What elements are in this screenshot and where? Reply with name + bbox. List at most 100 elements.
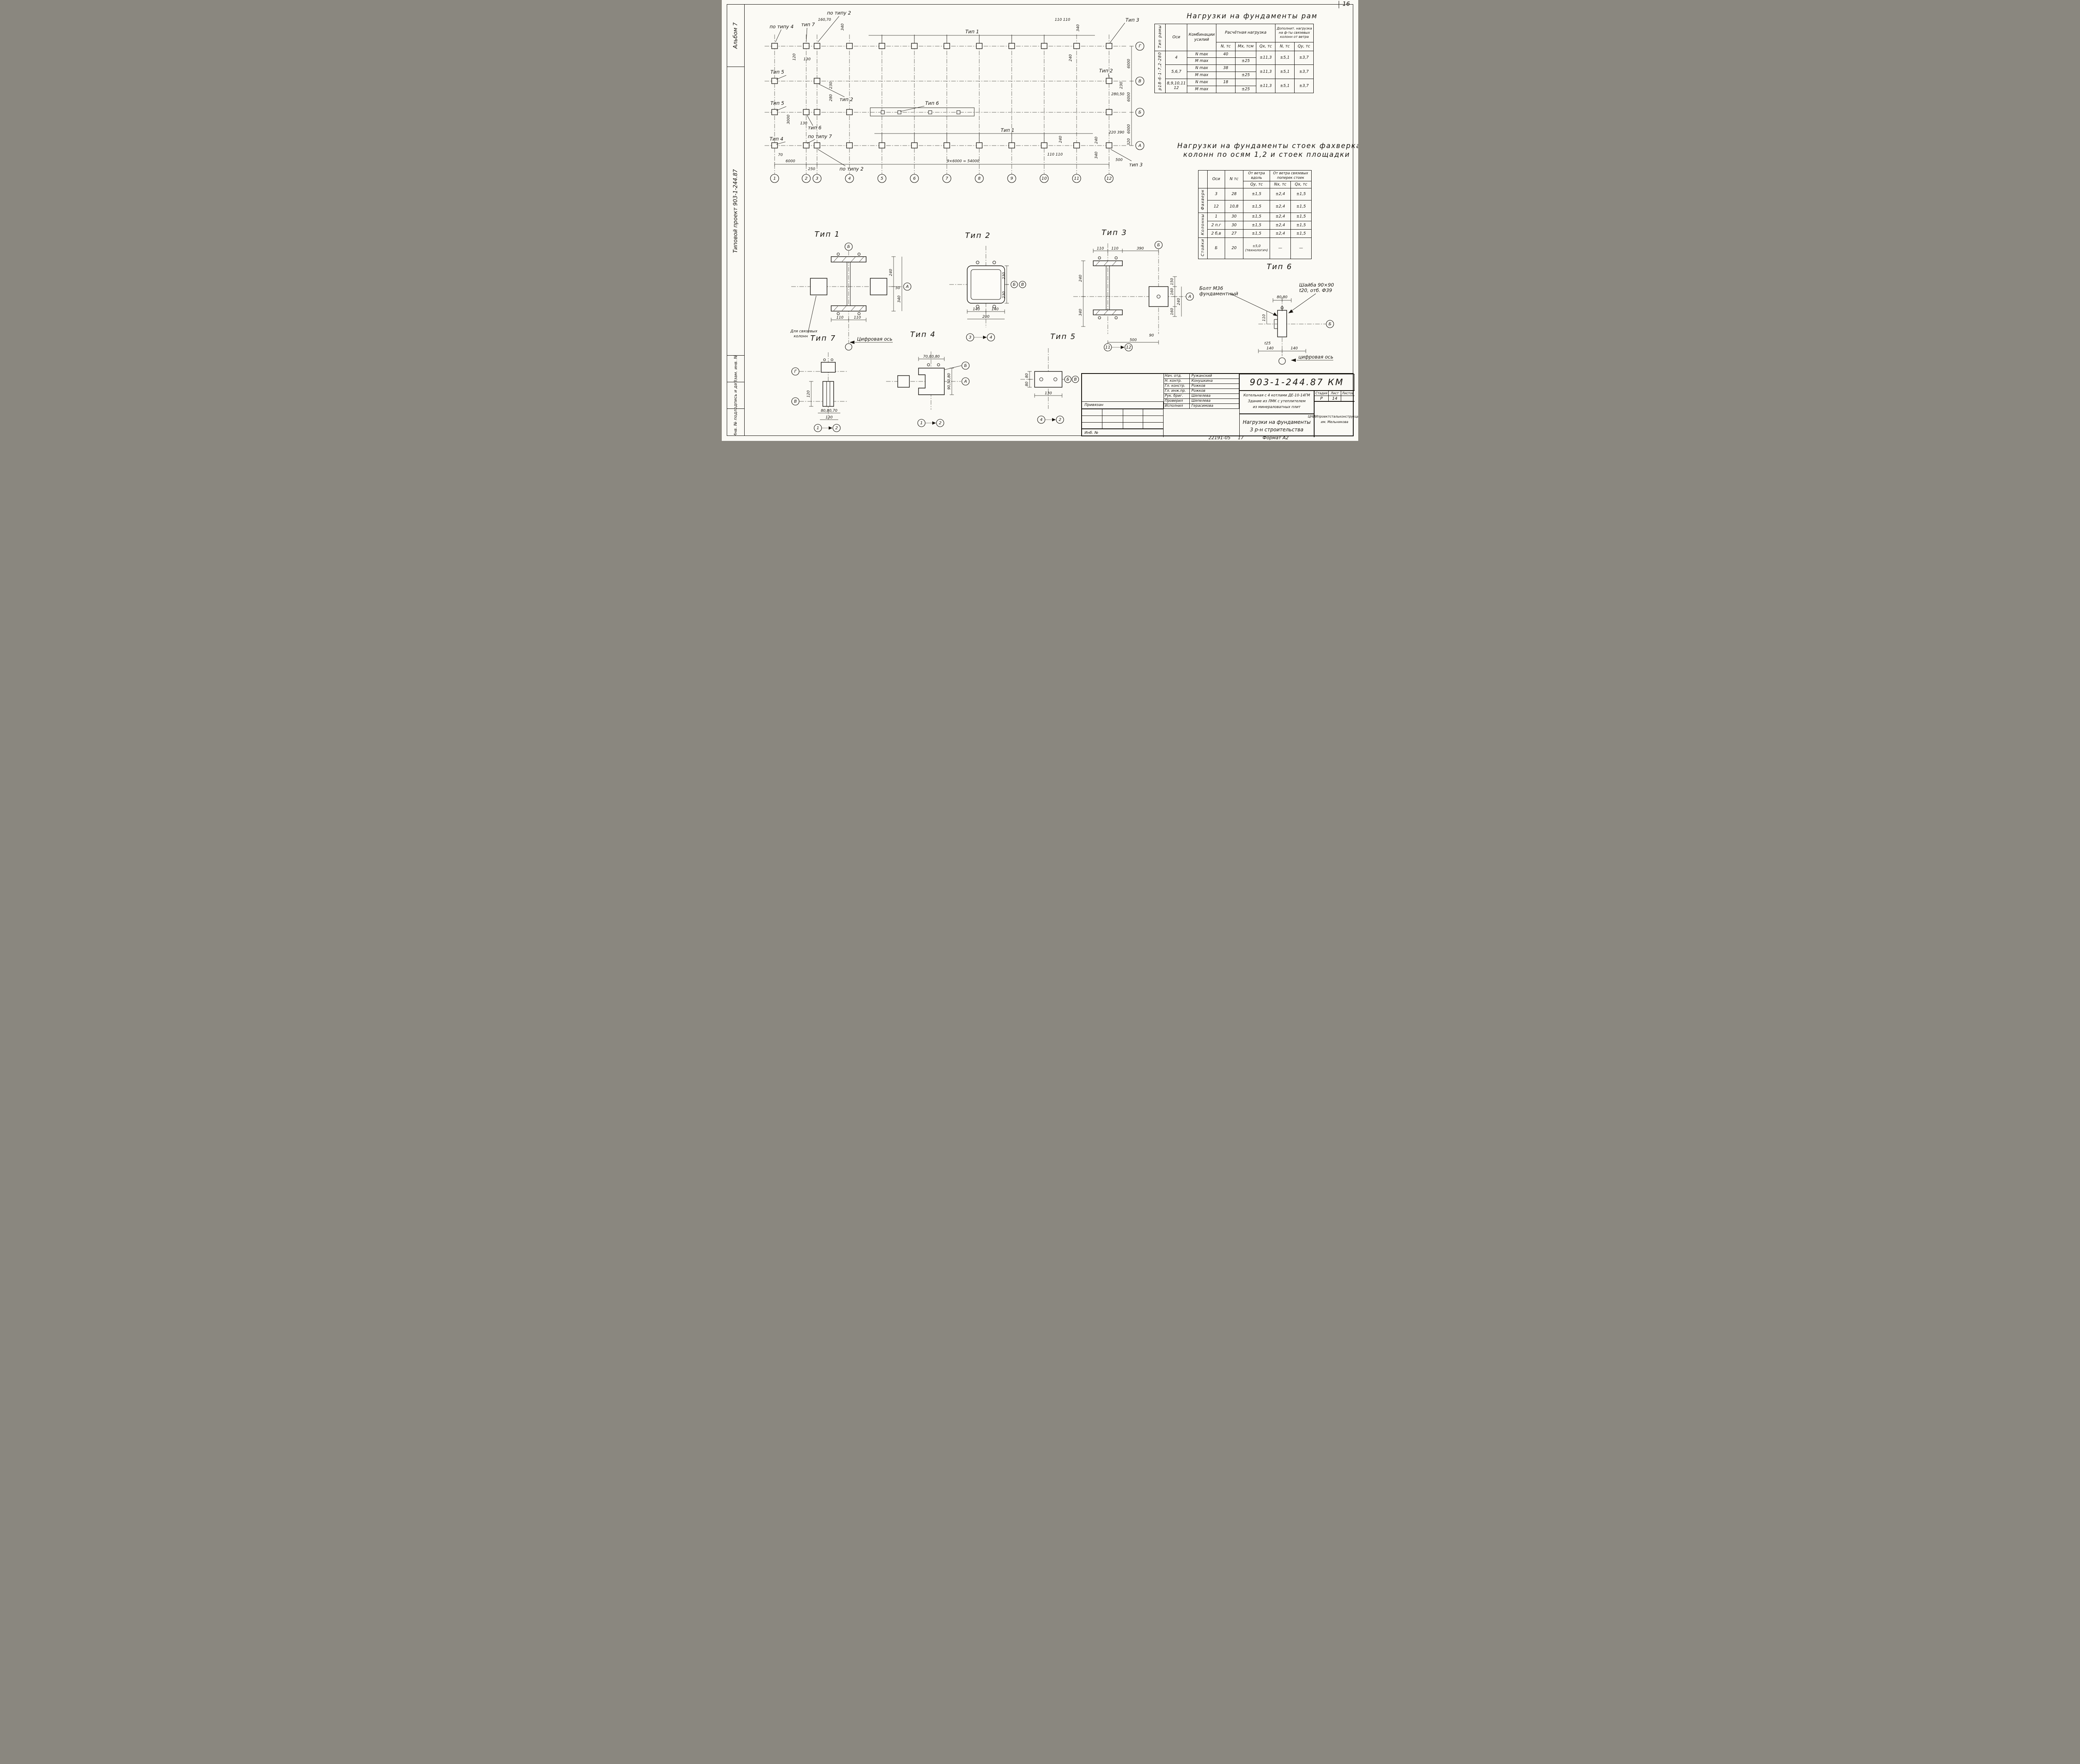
note-label: Для связевых <box>790 329 817 334</box>
dim-label: 90,50,80 <box>947 373 951 390</box>
signature-row: Рук. бриг.Шепелева <box>1164 394 1239 399</box>
sheet-frame: Альбом 7 Типовой проект 903-1-244.87 Вза… <box>727 4 1358 437</box>
dim-label: 240 <box>1069 54 1073 61</box>
header-cell: Тип рамы <box>1154 24 1166 51</box>
frame-loads-table: Тип рамы Оси Комбинации усилий Расчётная… <box>1154 24 1314 93</box>
detail-tip3: 110 110 390 240 340 150 160 160 240 90 5… <box>1073 241 1194 351</box>
dimensions: 70,80,80 90,50,80 <box>918 355 954 395</box>
plan-type-label: по типу 2 <box>839 166 864 172</box>
plan-centerlines <box>765 35 1127 174</box>
cell: 18 <box>1216 79 1236 86</box>
axis-label: В <box>1074 377 1077 382</box>
cell: ±1,5 <box>1243 229 1270 238</box>
cell: Фахверк <box>1198 188 1208 213</box>
sheet-title-line: Нагрузки на фундаменты <box>1243 419 1311 425</box>
object-desc-line: Котельная с 4 котлами ДЕ-10-14ГМ <box>1243 393 1310 398</box>
cell: N max <box>1187 64 1216 72</box>
sig-role: Н. контр. <box>1164 379 1190 383</box>
dim-label: 80 <box>1025 373 1029 378</box>
sig-role: Проверил <box>1164 399 1190 403</box>
dim-label: 130 <box>825 416 832 420</box>
cell: ±25 <box>1235 85 1256 93</box>
axis-label: Б <box>964 364 967 368</box>
axis-label: 2 <box>939 421 941 426</box>
album-label: Альбом 7 <box>733 22 739 49</box>
plan-type-label: Тип 5 <box>770 69 784 75</box>
drawing-sheet: 16 Альбом 7 Типовой проект 903-1-244.87 … <box>722 0 1358 441</box>
axis-label: 3 <box>816 176 818 181</box>
dim-label: 250 <box>808 167 815 171</box>
axis-label: 4 <box>1040 418 1042 422</box>
dim-label: 9×6000 = 54000 <box>947 159 979 163</box>
section-shapes <box>967 261 1005 308</box>
table2-title-line1: Нагрузки на фундаменты стоек фахверка <box>1177 142 1358 150</box>
section-shapes <box>1274 305 1287 337</box>
plan-dimensions: 6000 250 9×6000 = 54000 6000 6000 6000 1… <box>774 18 1134 171</box>
podpis-data-label: Подпись и дата <box>733 382 738 409</box>
sheet-title: Нагрузки на фундаменты 3 р-н строительст… <box>1239 414 1314 437</box>
plan-type-label: Тип 3 <box>1126 17 1139 23</box>
dim-label: 110 <box>1262 314 1266 321</box>
dim-label: 110 110 <box>1055 18 1070 22</box>
empty-grid <box>1082 409 1164 429</box>
dim-label: 340 <box>1079 309 1083 316</box>
dim-label: 280 <box>829 94 833 101</box>
header-cell: От ветра связевых поперек стоек <box>1270 170 1312 182</box>
dim-label: 240 <box>889 269 893 276</box>
header-cell: Qх, тс <box>1255 42 1275 51</box>
sig-name: Шепелева <box>1191 394 1211 398</box>
dimensions: 240 50 340 110 110 <box>831 256 902 322</box>
cell: 3 <box>1207 188 1225 201</box>
title-block: 903-1-244.87 КМ Нач. отд.Ружанский Н. ко… <box>1081 373 1358 437</box>
strip-box-vzam: Взам. инв. № <box>727 356 744 382</box>
cell: ±1,5 <box>1243 212 1270 221</box>
dim-label: 160,70 <box>818 18 831 22</box>
stage-header: Стадия <box>1315 391 1329 396</box>
dim-label: 500 <box>1115 158 1122 162</box>
cell: ±1,5 <box>1290 212 1312 221</box>
dim-label: 500 <box>1129 338 1137 342</box>
note-label: цифровая ось <box>1298 354 1333 360</box>
dim-label: 200 <box>982 315 989 319</box>
dim-label: 140 <box>1266 346 1273 351</box>
table1-title: Нагрузки на фундаменты рам <box>1186 12 1318 20</box>
header-cell: Nх, тс <box>1270 181 1291 189</box>
dim-label: 80,80,70 <box>821 409 837 413</box>
dimensions: 110 110 390 240 340 150 160 160 240 90 5… <box>1079 247 1182 344</box>
cell: ±3,7 <box>1294 50 1314 65</box>
dim-label: 6000 <box>1127 124 1131 134</box>
axis-marks: Б В 4 2 <box>1037 376 1079 424</box>
cell: ±1,5 <box>1290 220 1312 230</box>
object-desc-line: Здание из ЛМК с утеплителем <box>1248 399 1306 403</box>
axis-label: 11 <box>1074 176 1080 181</box>
dim-label: 240 <box>1059 136 1063 143</box>
dim-label: 140 <box>991 307 998 312</box>
project-label: Типовой проект 903-1-244.87 <box>733 169 739 253</box>
dim-label: 340 <box>1076 24 1080 31</box>
vzam-inv-label: Взам. инв. № <box>733 356 738 382</box>
inventory-number-box: Инб. № <box>1082 429 1164 437</box>
inv-podl-label: Инв. № подл. <box>733 409 738 435</box>
detail-tip7: 120 80,80,70 130 Г В 1 2 <box>791 352 847 432</box>
axis-label: Б <box>1329 322 1332 327</box>
sig-name: Рожков <box>1191 389 1206 393</box>
dim-label: 70,80,80 <box>923 355 940 359</box>
axis-marks: Б В 3 4 <box>966 281 1026 341</box>
plan-type-label: Тип 4 <box>770 136 783 142</box>
cell: M max <box>1187 85 1216 93</box>
detail-caption-tip2: Тип 2 <box>965 231 991 240</box>
axis-label: Б <box>1157 243 1160 247</box>
dim-label: 230 <box>1002 272 1006 279</box>
cell: — <box>1290 238 1312 260</box>
axis-label: 1 <box>773 176 776 181</box>
section-shapes <box>897 363 945 395</box>
dim-label: 230 <box>829 82 833 89</box>
axis-label: 8 <box>978 176 981 181</box>
axis-marks: Б <box>1278 320 1334 365</box>
plan-column-symbols <box>771 43 1112 148</box>
axis-label: 3 <box>969 335 971 340</box>
cell: M max <box>1187 57 1216 65</box>
plan-type-label: по типу 7 <box>808 134 832 139</box>
centerlines <box>1073 243 1186 334</box>
axis-label: 9 <box>1010 176 1013 181</box>
